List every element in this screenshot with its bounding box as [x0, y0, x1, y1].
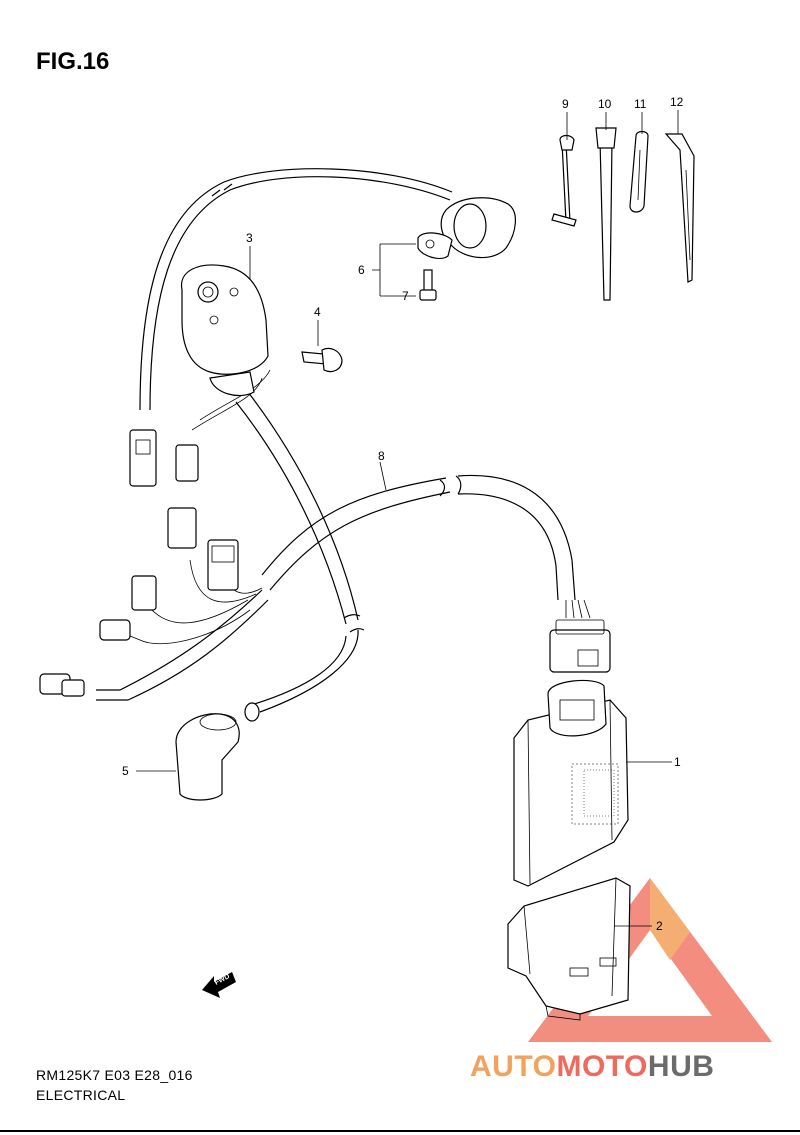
engine-stop-switch	[180, 264, 269, 397]
harness-connectors	[39, 429, 239, 697]
callout-9: 9	[562, 97, 569, 111]
cap-part-5	[175, 713, 240, 801]
watermark-part-c: HUB	[647, 1050, 715, 1083]
callout-5: 5	[122, 764, 129, 778]
callout-4: 4	[314, 305, 321, 319]
cdi-grid-texture	[571, 763, 619, 825]
forward-arrow-icon: FWD	[202, 972, 236, 998]
callout-2: 2	[656, 919, 663, 933]
callout-11: 11	[634, 97, 647, 111]
callout-7: 7	[402, 289, 409, 303]
section-name: ELECTRICAL	[36, 1087, 126, 1103]
figure-title: FIG.16	[36, 48, 110, 75]
cdi-cover-part-2	[507, 877, 631, 1021]
bolt-part-4	[301, 347, 343, 373]
handlebar-clamp-part-6	[417, 197, 516, 260]
callout-12: 12	[670, 95, 684, 109]
callout-6: 6	[358, 263, 365, 277]
screw-part-7	[419, 269, 437, 301]
model-code: RM125K7 E03 E28_016	[36, 1067, 193, 1083]
watermark-part-b: MOTO	[556, 1050, 648, 1083]
leader-lines	[136, 110, 679, 927]
callout-8: 8	[378, 449, 385, 463]
callout-1: 1	[674, 755, 681, 769]
wiring-harness	[96, 168, 591, 722]
callout-10: 10	[598, 97, 612, 111]
cable-ties	[551, 127, 695, 301]
callout-3: 3	[246, 231, 253, 245]
cdi-unit-part-1	[513, 619, 629, 887]
watermark-text: AUTOMOTOHUB	[470, 1050, 714, 1084]
watermark-part-a: AUTO	[470, 1050, 557, 1083]
callout-labels: 3 4 8 5 1 2 6 7 9 10 11 12	[122, 95, 684, 933]
